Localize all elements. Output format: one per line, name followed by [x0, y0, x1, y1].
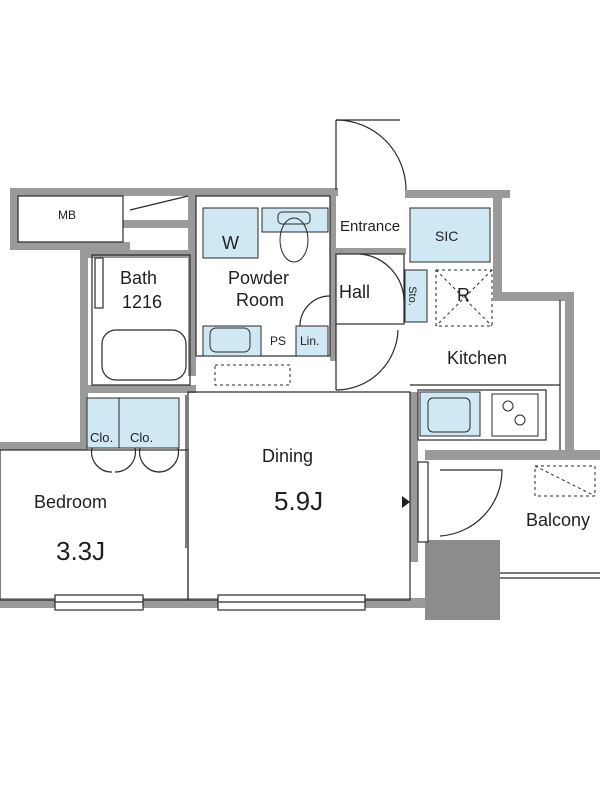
wall-kitchen-left: [410, 392, 418, 562]
wall-powder-hall: [330, 196, 336, 361]
sic-label: SIC: [435, 228, 459, 244]
wall-mb-bottom: [10, 242, 130, 250]
bath-box: [91, 254, 191, 386]
wall-right-kitchen: [565, 292, 574, 452]
washer-area: [202, 207, 259, 259]
wall-bottom-mid: [142, 598, 222, 608]
wall-bath-powder: [188, 196, 196, 376]
window-balcony: [417, 461, 429, 543]
closet-2-label: Clo.: [130, 430, 154, 445]
powder-door: [299, 295, 331, 327]
bath-size-label: 1216: [122, 292, 163, 312]
hall-door-2: [359, 253, 405, 301]
closet-1-label: Clo.: [90, 430, 114, 445]
refrigerator-diag-2: [435, 269, 493, 327]
powder-room-label-2: Room: [236, 290, 285, 310]
closet-door-4: [157, 447, 179, 473]
refrigerator-label: R: [457, 285, 470, 305]
hall-label: Hall: [339, 282, 371, 302]
linen-box: [295, 325, 329, 357]
bedroom-size-label: 3.3J: [56, 536, 106, 566]
wall-balcony-partition: [425, 540, 500, 620]
closet-door-3: [139, 447, 161, 473]
doors: [91, 119, 503, 548]
powder-room-label-1: Powder: [228, 268, 290, 288]
balcony-door: [439, 469, 503, 537]
wall-right-upper: [493, 190, 502, 300]
entrance-door: [335, 119, 407, 191]
entrance-label: Entrance: [340, 218, 401, 235]
kitchen-counter: [417, 389, 547, 441]
bathtub: [101, 329, 187, 381]
wall-bedroom-top-left: [0, 442, 88, 450]
basin: [209, 327, 251, 353]
wall-lower-bath: [88, 385, 196, 393]
entry-arrow-icon: [402, 496, 410, 508]
fixture-details: [209, 211, 596, 497]
wall-top-entrance: [405, 190, 510, 198]
wall-top-mb: [10, 188, 190, 196]
storage-box: [404, 269, 428, 323]
wall-balcony-top: [425, 450, 600, 460]
wall-entrance-bottom: [336, 248, 406, 254]
dining-size-label: 5.9J: [274, 486, 324, 516]
dining-label: Dining: [262, 446, 314, 466]
bedroom-label: Bedroom: [34, 492, 108, 512]
kitchen-sink: [427, 397, 471, 433]
mb-box: [17, 195, 124, 243]
ps-label: PS: [270, 334, 287, 348]
wall-left-mb: [10, 188, 18, 250]
bath-shelf: [94, 257, 104, 309]
inner-lines: [0, 195, 561, 601]
closet-door-1: [91, 447, 113, 473]
toilet-tank: [277, 211, 311, 225]
wall-top-main: [188, 188, 338, 196]
windows: [54, 461, 600, 611]
refrigerator-diag-1: [435, 269, 493, 327]
kitchen-label: Kitchen: [447, 348, 508, 368]
balcony-unit-diag: [534, 465, 596, 497]
refrigerator-box: [435, 269, 493, 327]
closet-door-2: [114, 447, 136, 473]
hall-door: [335, 324, 399, 391]
wall-bottom-left: [0, 598, 60, 608]
mb-label: MB: [58, 208, 76, 222]
wall-mb-right: [123, 220, 189, 228]
fixtures: [86, 207, 539, 449]
wall-bottom-right: [365, 598, 425, 608]
sic-box: [409, 207, 491, 263]
wall-left-bath: [80, 250, 88, 450]
closet-1: [86, 397, 120, 449]
balcony-label: Balcony: [526, 510, 591, 530]
linen-label: Lin.: [300, 334, 320, 348]
balcony-unit: [534, 465, 596, 497]
burner-2: [514, 414, 526, 426]
walls: [0, 188, 600, 620]
burner-1: [502, 400, 514, 412]
closet-2: [118, 397, 180, 449]
mb-diag: [129, 195, 189, 211]
powder-box: [195, 195, 331, 357]
wall-right-step: [493, 292, 573, 301]
bath-label: Bath: [120, 268, 158, 288]
wall-left-bath-top: [80, 250, 190, 258]
washer-label: W: [222, 233, 239, 253]
toilet-bowl: [279, 217, 309, 263]
hall-box: [335, 253, 405, 325]
storage-label: Sto.: [405, 286, 418, 306]
stove-box: [491, 393, 539, 437]
lower-unit: [214, 364, 291, 386]
